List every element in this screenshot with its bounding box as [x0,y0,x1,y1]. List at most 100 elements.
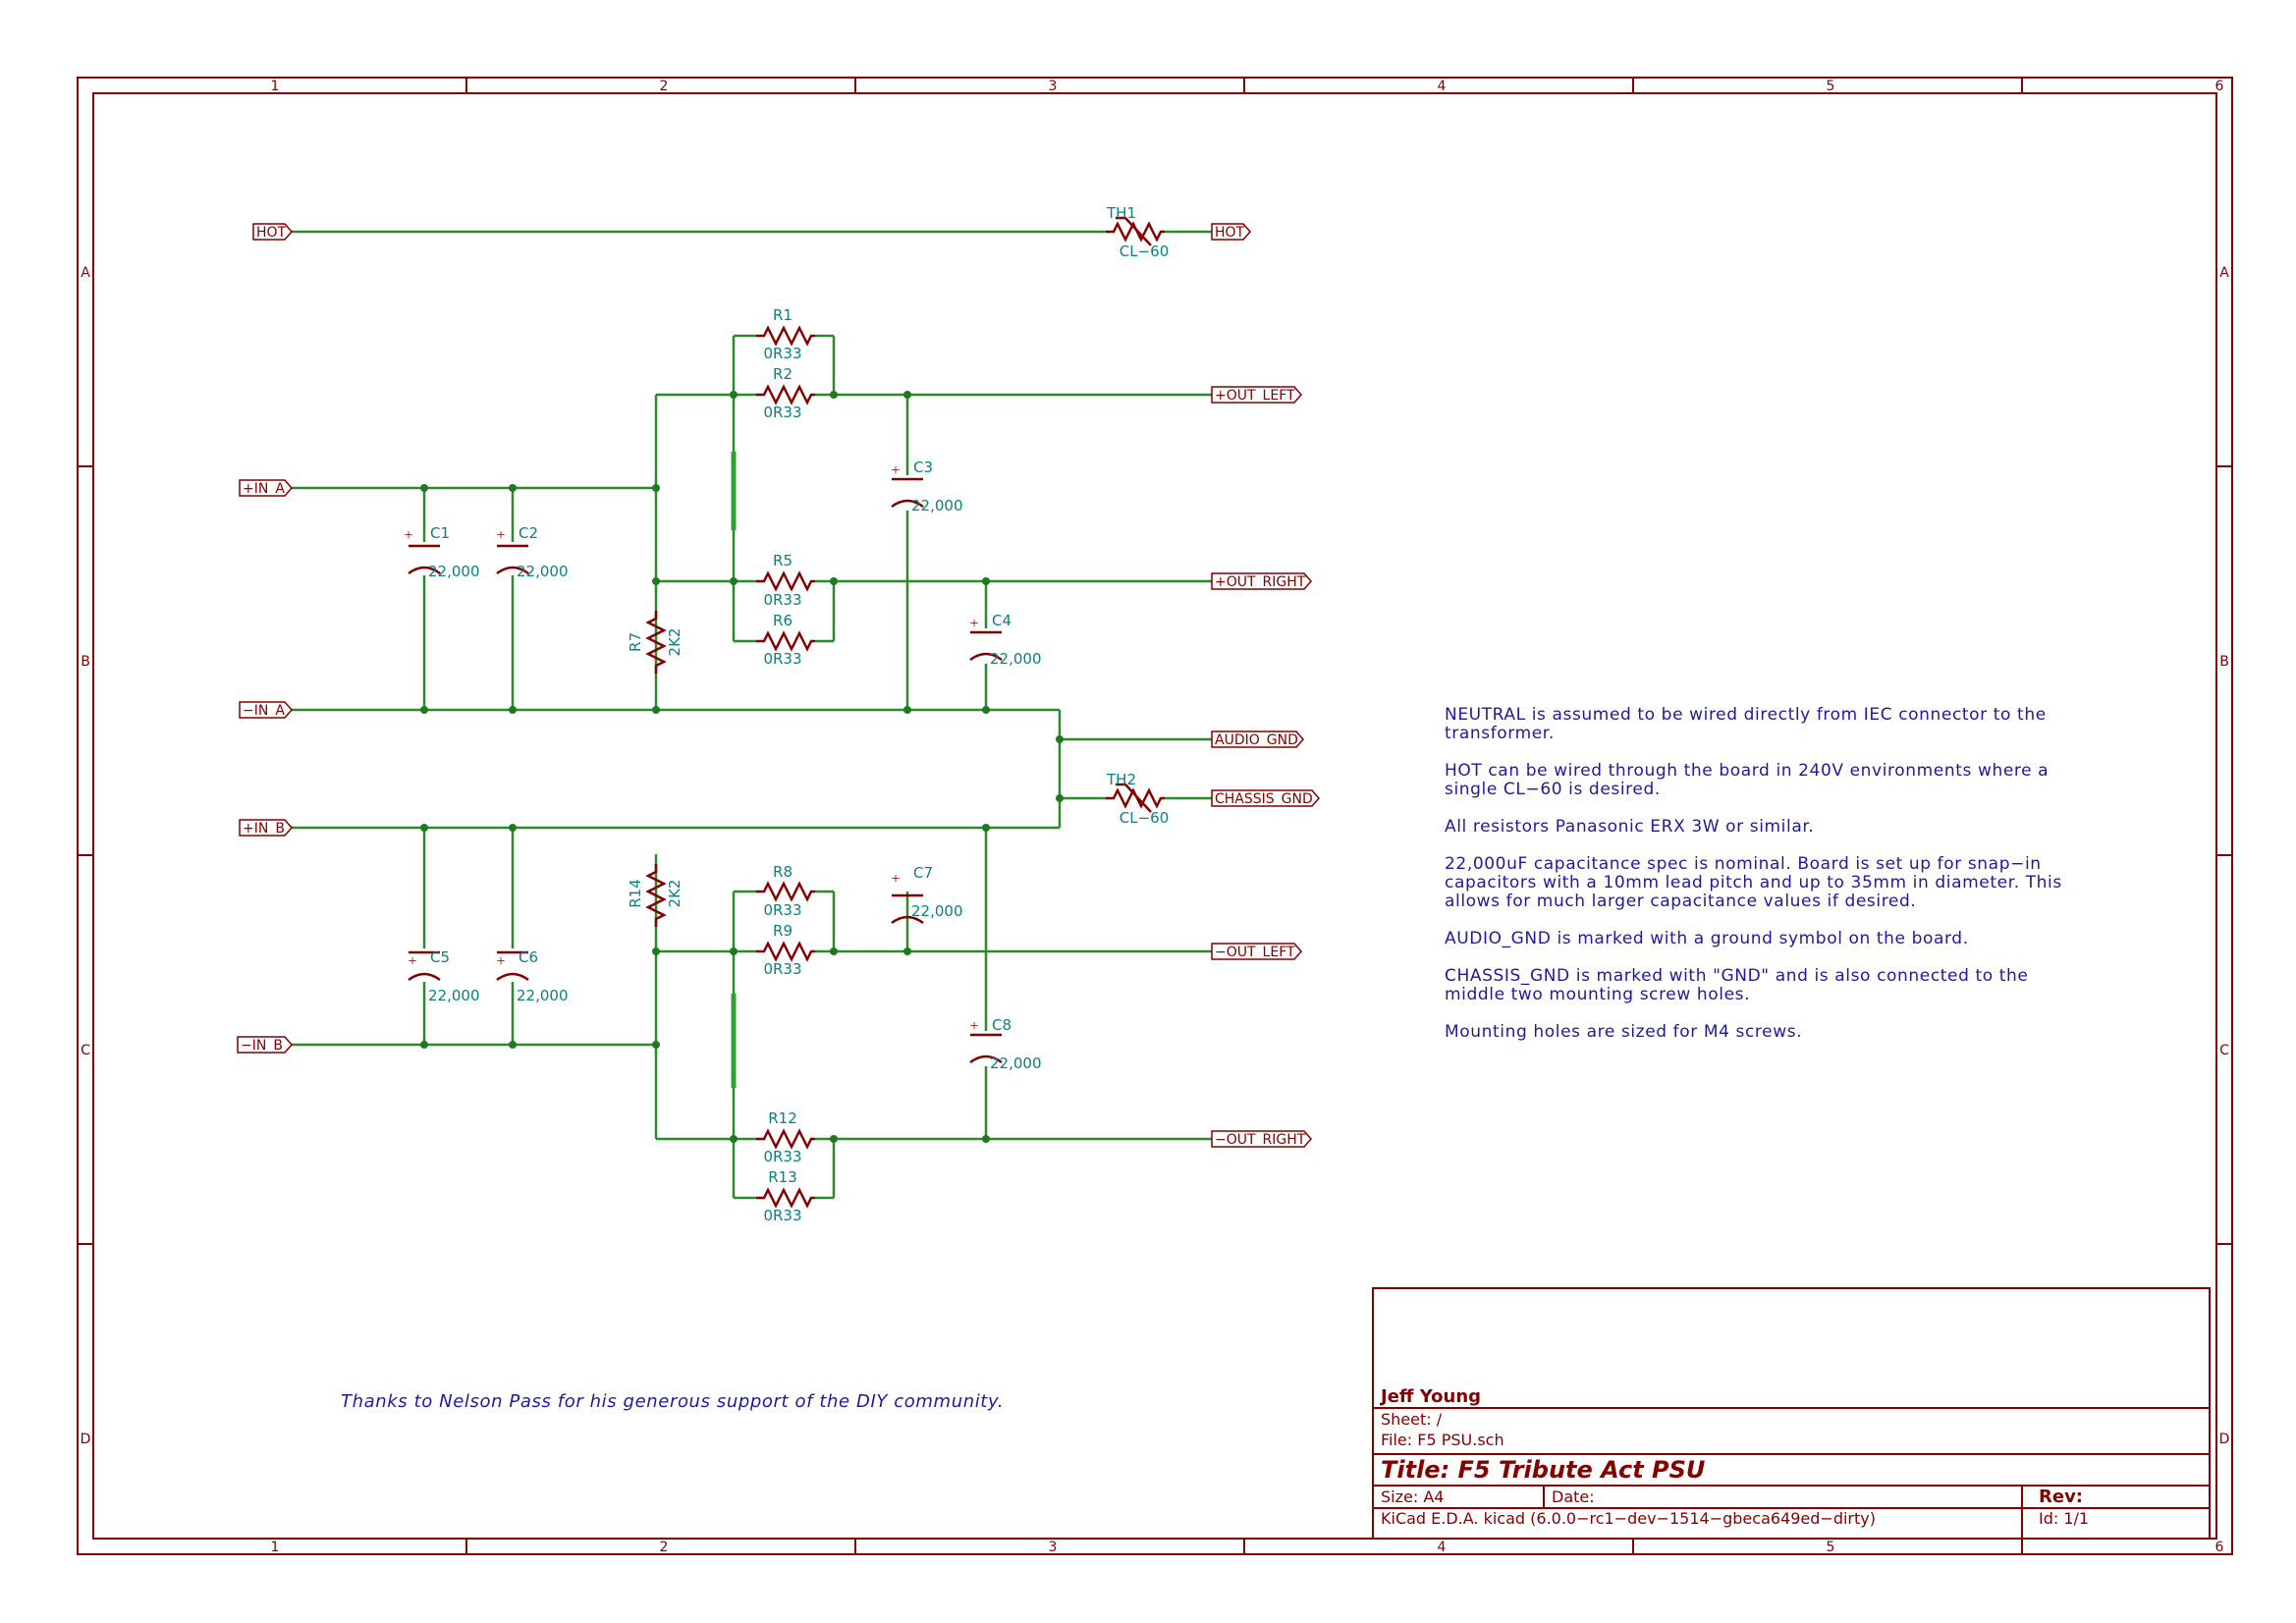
svg-text:22,000: 22,000 [911,902,963,920]
label-in-a-neg: −IN_A [239,701,293,719]
resistor-R2: R2 0R33 [756,365,815,421]
svg-text:2K2: 2K2 [666,880,683,908]
resistor-R13: R13 0R33 [756,1168,815,1224]
svg-text:+IN_B: +IN_B [243,821,285,837]
svg-text:−IN_A: −IN_A [243,703,285,719]
tb-rev: Rev: [2039,1487,2083,1507]
grid-col-6-top: 6 [2215,79,2224,94]
label-hot-in: HOT [252,223,293,241]
svg-text:0R33: 0R33 [763,404,801,421]
grid-row-c-left: C [81,1043,90,1058]
design-notes: NEUTRAL is assumed to be wired directly … [1445,705,2062,1042]
resistor-R9: R9 0R33 [756,922,815,978]
svg-text:R7: R7 [627,632,644,652]
svg-text:HOT: HOT [1215,225,1245,241]
grid-col-3-bottom: 3 [1049,1540,1058,1555]
svg-text:0R33: 0R33 [763,901,801,919]
svg-text:C5: C5 [430,948,450,966]
grid-row-d-right: D [2219,1432,2230,1447]
capacitor-C4: + C4 22,000 [969,612,1042,668]
grid-row-a-right: A [2219,265,2229,281]
thanks-note: Thanks to Nelson Pass for his generous s… [341,1391,1004,1412]
capacitor-C7: + C7 22,000 [891,864,963,925]
svg-text:0R33: 0R33 [763,650,801,668]
svg-text:C6: C6 [519,948,538,966]
label-in-b-neg: −IN_B [237,1036,293,1054]
svg-text:+OUT_LEFT: +OUT_LEFT [1215,388,1295,404]
label-chassis-gnd: CHASSIS_GND [1211,789,1320,807]
note-line: capacitors with a 10mm lead pitch and up… [1445,873,2062,893]
svg-text:R5: R5 [773,552,793,569]
label-in-b-pos: +IN_B [239,819,293,837]
svg-text:+: + [408,953,416,970]
note-line: middle two mounting screw holes. [1445,985,1750,1004]
svg-text:R6: R6 [773,612,793,629]
svg-text:R12: R12 [768,1109,797,1127]
grid-row-a-left: A [81,265,90,281]
svg-text:R2: R2 [773,365,793,383]
svg-text:TH2: TH2 [1106,771,1136,788]
capacitor-C3: + C3 22,000 [891,459,963,514]
note-line: 22,000uF capacitance spec is nominal. Bo… [1445,854,2042,874]
svg-text:C1: C1 [430,524,450,542]
tb-date: Date: [1552,1488,1595,1506]
svg-text:0R33: 0R33 [763,591,801,609]
tb-file: File: F5 PSU.sch [1381,1431,1504,1449]
grid-col-1-bottom: 1 [271,1540,280,1555]
svg-text:CL−60: CL−60 [1120,809,1170,827]
svg-text:R9: R9 [773,922,793,940]
svg-text:C3: C3 [913,459,933,476]
svg-text:0R33: 0R33 [763,960,801,978]
svg-text:C4: C4 [992,612,1011,629]
label-out-left-pos: +OUT_LEFT [1211,386,1302,404]
svg-text:+: + [969,1018,978,1035]
tb-size: Size: A4 [1381,1488,1444,1506]
svg-text:HOT: HOT [256,225,287,241]
svg-text:TH1: TH1 [1106,204,1136,222]
tb-id: Id: 1/1 [2039,1509,2089,1528]
capacitor-C2: + C2 22,000 [496,524,569,580]
note-line: transformer. [1445,724,1555,743]
svg-text:+: + [404,527,412,544]
svg-text:22,000: 22,000 [428,563,480,580]
thermistor-TH1: TH1 CL−60 [1106,204,1169,260]
junctions [420,391,1064,1143]
resistor-R1: R1 0R33 [756,306,815,362]
capacitor-C6: + C6 22,000 [496,948,569,1004]
svg-text:AUDIO_GND: AUDIO_GND [1215,732,1298,748]
label-out-right-pos: +OUT_RIGHT [1211,572,1312,590]
svg-text:+: + [969,616,978,632]
svg-text:+IN_A: +IN_A [243,481,285,497]
note-line: NEUTRAL is assumed to be wired directly … [1445,705,2047,725]
tb-title: Title: F5 Tribute Act PSU [1381,1456,1705,1484]
grid-col-5-top: 5 [1827,79,1835,94]
label-audio-gnd: AUDIO_GND [1211,730,1304,748]
svg-text:+: + [891,462,900,479]
svg-text:0R33: 0R33 [763,1207,801,1224]
label-in-a-pos: +IN_A [239,479,293,497]
resistor-R12: R12 0R33 [756,1109,815,1165]
svg-text:0R33: 0R33 [763,1148,801,1165]
svg-text:C8: C8 [992,1016,1011,1034]
resistor-R6: R6 0R33 [756,612,815,668]
svg-text:C7: C7 [913,864,933,882]
note-line: CHASSIS_GND is marked with "GND" and is … [1445,966,2028,986]
svg-text:CHASSIS_GND: CHASSIS_GND [1215,791,1313,807]
resistor-R14: R14 2K2 [627,864,683,927]
wires [292,230,1212,1200]
resistor-R5: R5 0R33 [756,552,815,609]
label-hot-out: HOT [1211,223,1251,241]
grid-col-4-bottom: 4 [1438,1540,1447,1555]
note-line: Mounting holes are sized for M4 screws. [1445,1022,1802,1042]
svg-text:+OUT_RIGHT: +OUT_RIGHT [1215,574,1306,590]
note-line: HOT can be wired through the board in 24… [1445,761,2049,781]
tb-tool: KiCad E.D.A. kicad (6.0.0−rc1−dev−1514−g… [1381,1509,1876,1528]
note-line: AUDIO_GND is marked with a ground symbol… [1445,929,1969,948]
svg-text:+: + [496,527,505,544]
note-line: All resistors Panasonic ERX 3W or simila… [1445,817,1814,837]
label-out-left-neg: −OUT_LEFT [1211,943,1302,960]
svg-text:22,000: 22,000 [911,497,963,514]
tb-sheet: Sheet: / [1381,1410,1443,1429]
grid-col-2-top: 2 [660,79,669,94]
svg-text:C2: C2 [519,524,538,542]
